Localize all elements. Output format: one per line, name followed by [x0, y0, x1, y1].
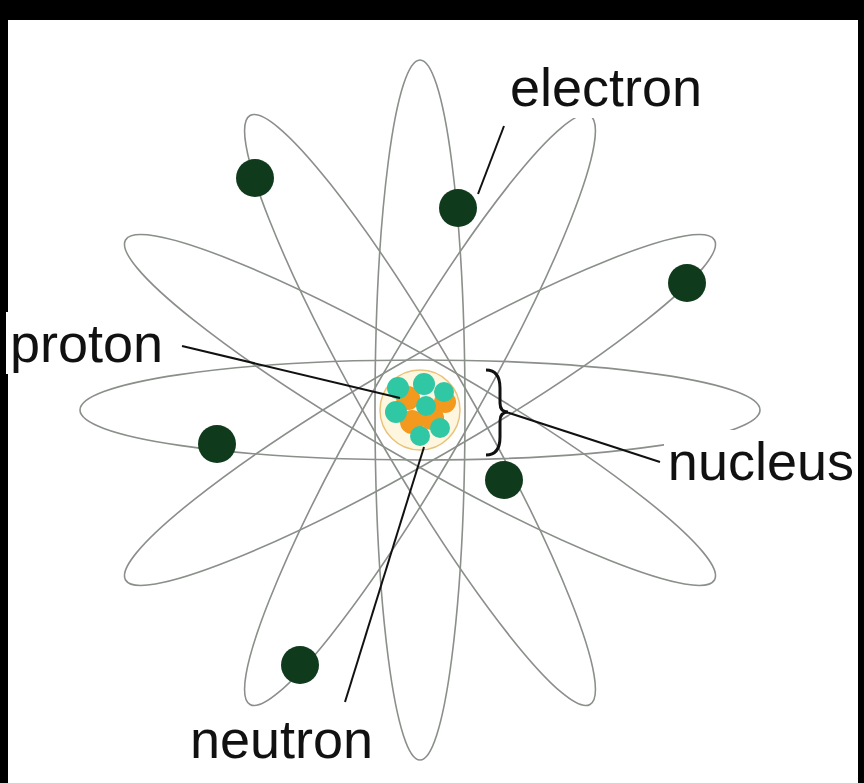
orbit-group [80, 60, 760, 760]
leader-line [345, 447, 424, 702]
white-ground [8, 20, 858, 783]
orbit [101, 197, 740, 624]
callout-label: nucleus [664, 430, 858, 492]
leader-line [182, 346, 400, 398]
leader-line [478, 126, 504, 194]
neutron-ball [413, 373, 435, 395]
electron-dot [439, 189, 477, 227]
nucleus-cluster [380, 370, 460, 450]
orbit [375, 60, 465, 760]
nucleus-outline [380, 370, 460, 450]
electron-dot [198, 425, 236, 463]
electron-dot [281, 646, 319, 684]
electron-dot [668, 264, 706, 302]
neutron-ball [430, 418, 450, 438]
callout-label: proton [6, 312, 167, 374]
electron-dot [485, 461, 523, 499]
orbit [80, 360, 760, 460]
orbit [101, 197, 740, 624]
leader-group [182, 126, 660, 702]
orbit [207, 91, 634, 730]
orbit [207, 91, 634, 730]
callout-label: neutron [186, 708, 377, 770]
neutron-ball [416, 396, 436, 416]
electron-dot [236, 159, 274, 197]
nucleus-bracket [486, 370, 508, 455]
electron-group [198, 159, 706, 684]
callout-label: electron [506, 56, 706, 118]
neutron-ball [434, 382, 454, 402]
neutron-ball [385, 401, 407, 423]
neutron-ball [410, 426, 430, 446]
leader-line [506, 412, 660, 462]
